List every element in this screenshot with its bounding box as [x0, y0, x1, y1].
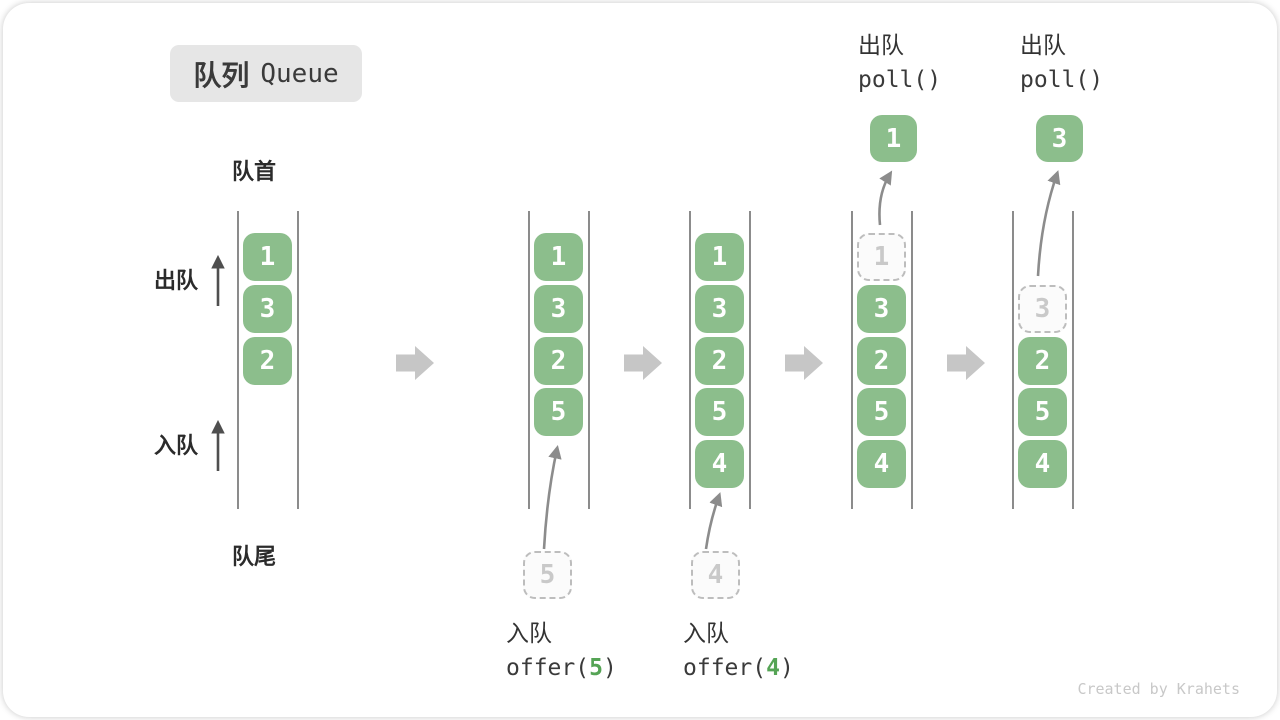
queue-item: 1 [243, 233, 292, 281]
code-close: ) [779, 655, 794, 681]
diagram-card [3, 3, 1277, 717]
op-dequeue1: 出队 poll() [858, 28, 941, 98]
queue-item: 3 [534, 285, 583, 333]
op-dequeue2-label: 出队 [1020, 32, 1066, 58]
queue-item: 4 [1018, 440, 1067, 488]
dequeue-side-label: 出队 [154, 268, 199, 293]
queue-item: 5 [695, 388, 744, 436]
op-dequeue2-code: poll() [1020, 67, 1104, 93]
title-zh: 队列 [193, 59, 250, 91]
queue-rear-label: 队尾 [232, 544, 277, 569]
op-dequeue1-code: poll() [858, 67, 942, 93]
queue-item: 2 [857, 337, 906, 385]
code-close: ) [602, 655, 617, 681]
popped-item: 1 [870, 115, 917, 162]
op-enqueue5-code: offer(5) [506, 651, 617, 686]
op-dequeue2: 出队 poll() [1020, 28, 1103, 98]
removed-item-ghost: 3 [1018, 285, 1067, 333]
removed-item-ghost: 1 [857, 233, 906, 281]
queue-item: 1 [695, 233, 744, 281]
title-badge: 队列 Queue [170, 45, 362, 102]
queue-item: 2 [695, 337, 744, 385]
queue-item: 1 [534, 233, 583, 281]
queue-item: 3 [695, 285, 744, 333]
op-enqueue4-label: 入队 [683, 620, 729, 646]
queue-item: 2 [534, 337, 583, 385]
queue-item: 2 [243, 337, 292, 385]
queue-item: 2 [1018, 337, 1067, 385]
queue-item: 4 [857, 440, 906, 488]
queue-front-label: 队首 [232, 159, 277, 184]
op-enqueue5-label: 入队 [506, 620, 552, 646]
title-en: Queue [260, 58, 339, 89]
code-arg: 4 [766, 655, 780, 681]
op-dequeue1-label: 出队 [858, 32, 904, 58]
enqueue-side-label: 入队 [154, 433, 199, 458]
code-fn: offer( [683, 655, 767, 681]
queue-item: 5 [857, 388, 906, 436]
watermark: Created by Krahets [1077, 680, 1240, 698]
popped-item: 3 [1036, 115, 1083, 162]
pending-enqueue-item: 4 [691, 551, 740, 599]
op-enqueue5: 入队 offer(5) [506, 616, 617, 686]
pending-enqueue-item: 5 [523, 551, 572, 599]
queue-item: 5 [534, 388, 583, 436]
queue-item: 4 [695, 440, 744, 488]
queue-item: 3 [243, 285, 292, 333]
code-arg: 5 [589, 655, 603, 681]
code-fn: offer( [506, 655, 590, 681]
op-enqueue4-code: offer(4) [683, 651, 794, 686]
op-enqueue4: 入队 offer(4) [683, 616, 794, 686]
queue-item: 3 [857, 285, 906, 333]
queue-item: 5 [1018, 388, 1067, 436]
